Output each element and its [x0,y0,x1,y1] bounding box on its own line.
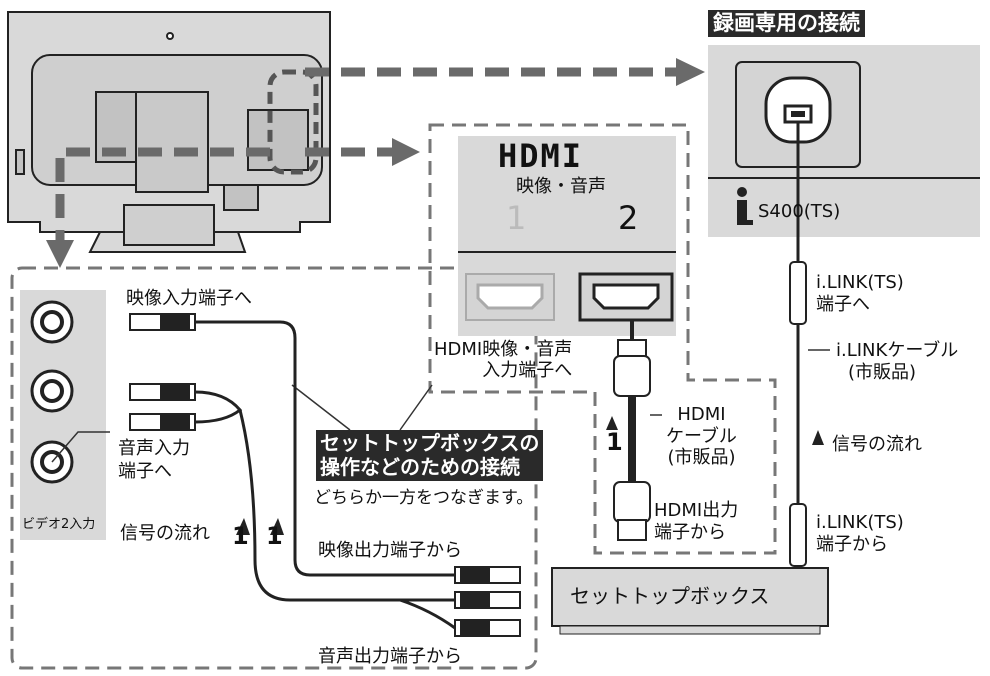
stb-box [551,567,829,627]
video-in-label: 映像入力端子へ [126,288,252,309]
hdmi-in-label: HDMI映像・音声入力端子へ [434,339,573,381]
ilink-port-label: S400(TS) [758,201,841,222]
flow-num-2: 1 [266,522,283,550]
ilink-icon [737,187,753,225]
audio-out-label: 音声出力端子から [318,646,462,667]
either-note: どちらか一方をつなぎます。 [314,488,534,508]
hdmi-panel-title: 映像・音声 [516,176,606,197]
signal-flow-right: 信号の流れ [832,434,922,455]
rec-header: 録画専用の接続 [708,10,865,37]
signal-flow-left: 信号の流れ [120,523,210,544]
ilink-from-label: i.LINK(TS)端子から [816,512,904,555]
hdmi-port-1: 1 [506,199,527,237]
video-out-label: 映像出力端子から [318,540,462,561]
flow-num-1: 1 [232,522,249,550]
rca-jack [30,300,74,484]
ilink-to-label: i.LINK(TS)端子へ [816,272,904,315]
stb-header: セットトップボックスの操作などのための接続 [316,430,544,482]
audio-in-label: 音声入力端子へ [118,438,190,482]
ilink-cable-label: i.LINKケーブル(市販品) [836,340,959,383]
connection-arrows [55,67,680,242]
hdmi-logo: HDMI [498,137,584,175]
hdmi-flow-num: 1 [606,428,623,456]
hdmi-out-label: HDMI出力端子から [654,500,739,543]
stb-box-label: セットトップボックス [570,584,770,608]
hdmi-port-2: 2 [618,199,639,237]
video2-input-label: ビデオ2入力 [22,517,96,532]
